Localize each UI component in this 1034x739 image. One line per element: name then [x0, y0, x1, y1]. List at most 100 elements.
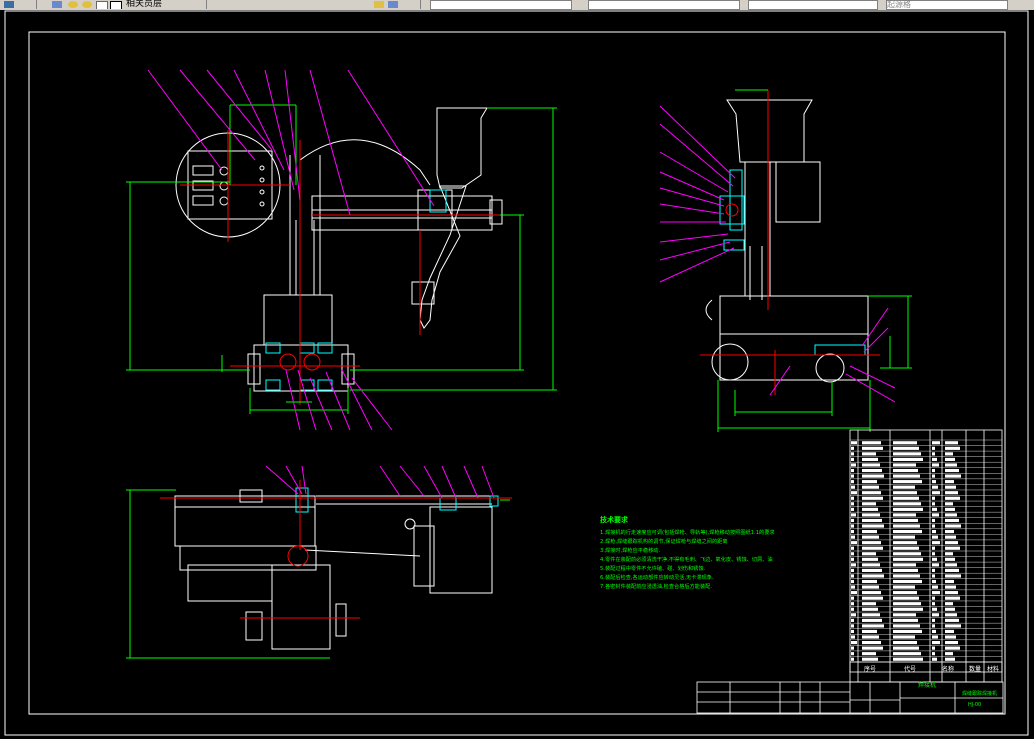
bom-cell-text: [893, 607, 923, 611]
bom-cell-text: [932, 635, 938, 639]
bom-cell-text: [945, 480, 954, 484]
toolbar-segment-layers[interactable]: 相关员层: [46, 0, 207, 9]
bom-cell-text: [932, 574, 935, 578]
front-view-centerlines: [180, 130, 500, 405]
bom-cell-text: [893, 535, 915, 539]
cad-drawing: [4, 10, 1029, 736]
bom-cell-text: [945, 602, 953, 606]
bom-cell-text: [851, 530, 854, 534]
bom-cell-text: [945, 557, 955, 561]
bom-cell-text: [893, 507, 923, 511]
bom-cell-text: [862, 452, 876, 456]
bom-cell-text: [932, 585, 938, 589]
title-block: [696, 681, 1004, 714]
bom-cell-text: [945, 491, 958, 495]
linetype-combo[interactable]: [588, 0, 740, 10]
bom-cell-text: [932, 518, 935, 523]
bom-cell-text: [945, 446, 960, 450]
bom-cell-text: [932, 557, 937, 561]
bom-cell-text: [893, 579, 922, 584]
layer-name-label: 相关员层: [126, 0, 163, 9]
bom-cell-text: [851, 535, 855, 539]
bom-cell-text: [932, 507, 937, 511]
requirement-line: 7.各密封件装配前应浸透油,检查合格后方能装配.: [600, 584, 712, 590]
bom-cell-text: [945, 530, 954, 534]
bom-cell-text: [945, 468, 959, 473]
bom-cell-text: [893, 574, 920, 578]
bom-cell-text: [893, 591, 917, 595]
bom-cell-text: [862, 535, 879, 539]
bom-cell-text: [893, 624, 920, 628]
bom-cell-text: [893, 629, 922, 634]
lineweight-combo[interactable]: [748, 0, 878, 10]
bom-cell-text: [945, 607, 955, 611]
bom-cell-text: [945, 596, 960, 600]
side-view: [705, 99, 869, 383]
bom-cell-text: [851, 557, 854, 561]
bom-cell-text: [945, 624, 961, 628]
bom-cell-text: [945, 535, 956, 539]
bom-cell-text: [851, 546, 854, 550]
bom-cell-text: [932, 485, 938, 489]
bom-cell-text: [893, 641, 917, 645]
bom-cell-text: [893, 457, 923, 461]
bom-cell-text: [851, 446, 854, 450]
bom-cell-text: [862, 546, 883, 550]
bom-cell-text: [851, 646, 854, 650]
bom-cell-text: [893, 474, 920, 478]
requirements-title: 技术要求: [600, 516, 628, 524]
bom-cell-text: [851, 452, 854, 456]
bom-cell-text: [862, 463, 880, 467]
bom-cell-text: [893, 513, 916, 517]
bom-cell-text: [851, 507, 854, 511]
bom-cell-text: [851, 441, 857, 445]
bom-cell-text: [862, 480, 877, 484]
bom-cell-text: [893, 585, 915, 589]
bom-cell-text: [932, 446, 935, 450]
drawing-canvas[interactable]: 技术要求 1.焊接机的行走速度应可调(包括焊枪、导轨等),焊枪移动按照图纸1:1…: [0, 10, 1034, 739]
bom-cell-text: [862, 641, 881, 645]
plan-view: [174, 489, 493, 650]
bom-cell-text: [851, 591, 857, 595]
bom-cell-text: [851, 652, 854, 656]
bom-cell-text: [932, 468, 935, 473]
bom-cell-text: [851, 463, 856, 467]
bom-cell-text: [932, 641, 940, 645]
bom-cell-text: [851, 657, 854, 661]
bom-cell-text: [932, 563, 939, 567]
side-view-cyan: [719, 169, 866, 356]
bom-col-material: 材料: [986, 666, 999, 673]
bom-cell-text: [851, 485, 855, 489]
requirement-line: 1.焊接机的行走速度应可调(包括焊枪、导轨等),焊枪移动按照图纸1:1的要求: [600, 530, 775, 536]
drawing-code: HJ-00: [968, 702, 982, 708]
toolbar-segment-1[interactable]: [0, 0, 37, 9]
bom-cell-text: [893, 491, 917, 495]
bom-cell-text: [932, 607, 937, 611]
bom-cell-text: [932, 530, 936, 534]
layer-icon: [52, 1, 62, 8]
bom-cell-text: [893, 557, 923, 561]
bom-cell-text: [862, 591, 881, 595]
plotstyle-combo[interactable]: 起源格: [886, 0, 1008, 10]
plan-view-leaders: [265, 465, 495, 499]
bom-cell-text: [862, 629, 877, 634]
bom-cell-text: [851, 491, 857, 495]
bom-cell-text: [893, 596, 919, 600]
requirement-line: 6.装配后检查,各运动部件应转动灵活,无卡滞现象.: [600, 575, 714, 581]
bom-cell-text: [893, 546, 919, 550]
bom-cell-text: [893, 463, 916, 467]
bom-cell-text: [945, 457, 955, 461]
bom-cell-text: [893, 602, 921, 606]
bom-cell-text: [851, 541, 857, 545]
bom-cell-text: [851, 574, 854, 578]
bom-cell-text: [932, 618, 935, 622]
bom-cell-text: [932, 457, 937, 461]
color-combo[interactable]: [430, 0, 572, 10]
bom-cell-text: [862, 524, 884, 528]
bom-cell-text: [932, 441, 940, 445]
bom-cell-text: [851, 618, 854, 622]
bom-cell-text: [862, 585, 879, 589]
toolbar-segment-tools[interactable]: [370, 0, 421, 9]
bom-cell-text: [945, 574, 961, 578]
bom-cell-text: [932, 657, 937, 661]
